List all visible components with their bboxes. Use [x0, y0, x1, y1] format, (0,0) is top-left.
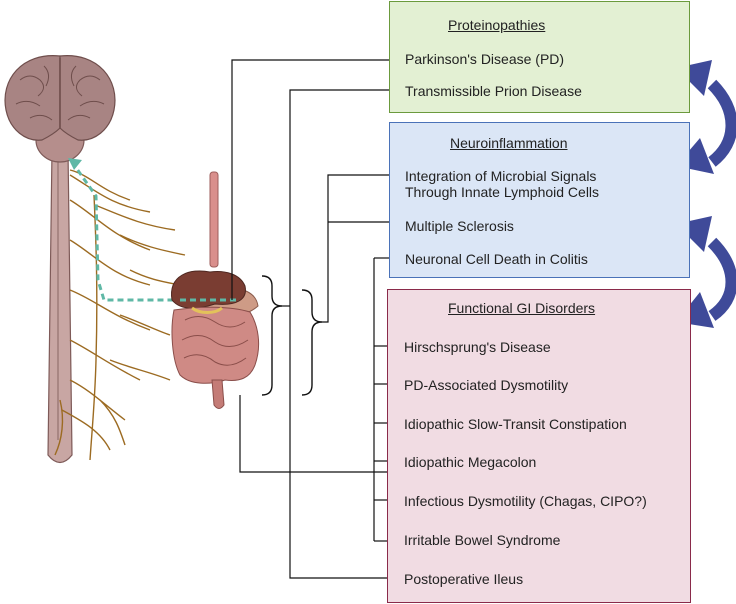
list-item: Hirschsprung's Disease: [404, 339, 551, 355]
functional-gi-box: Functional GI Disorders Hirschsprung's D…: [387, 289, 691, 603]
list-item: Transmissible Prion Disease: [405, 83, 582, 99]
list-item: Through Innate Lymphoid Cells: [405, 184, 600, 200]
list-item: Irritable Bowel Syndrome: [404, 532, 561, 548]
list-item: Neuronal Cell Death in Colitis: [405, 251, 588, 267]
list-item: PD-Associated Dysmotility: [404, 377, 569, 393]
digestive-system-illustration: [171, 171, 260, 409]
list-item: Idiopathic Slow-Transit Constipation: [404, 416, 627, 432]
list-item: Multiple Sclerosis: [405, 218, 514, 234]
list-item: Parkinson's Disease (PD): [405, 51, 565, 67]
brace-inner: [261, 275, 283, 396]
list-item: Idiopathic Megacolon: [404, 454, 537, 470]
brace-outer: [301, 289, 323, 396]
list-item: Integration of Microbial Signals: [405, 168, 597, 184]
neuroinflammation-box: Neuroinflammation Integration of Microbi…: [389, 122, 690, 278]
list-item: Infectious Dysmotility (Chagas, CIPO?): [404, 493, 647, 509]
functional-gi-header: Functional GI Disorders: [448, 300, 596, 316]
brain-spinal-cord-illustration: [4, 55, 186, 464]
list-item: Postoperative Ileus: [404, 571, 524, 587]
proteinopathies-header: Proteinopathies: [448, 17, 546, 33]
proteinopathies-box: Proteinopathies Parkinson's Disease (PD)…: [389, 1, 690, 113]
connector-lines: [231, 59, 389, 579]
neuroinflammation-header: Neuroinflammation: [450, 135, 568, 151]
